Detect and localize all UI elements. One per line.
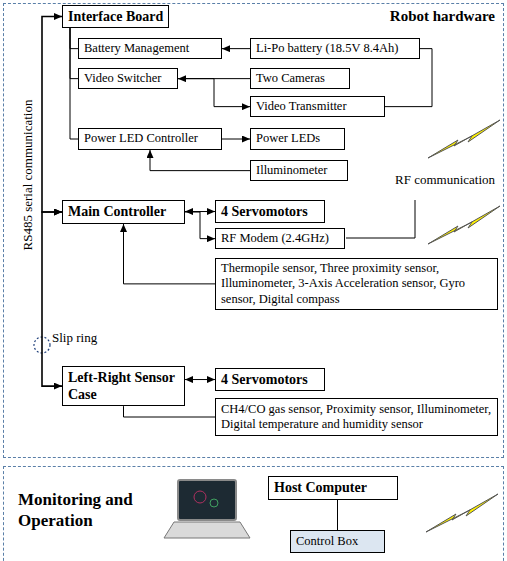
sensor-list-box: CH4/CO gas sensor, Proximity sensor, Ill… (215, 398, 498, 436)
bus-line (42, 212, 62, 386)
box-label: Interface Board (68, 8, 163, 25)
connector (124, 224, 216, 284)
region-panel: Robot hardware Interface BoardBattery Man… (3, 3, 504, 458)
laptop-icon (164, 480, 250, 538)
computer-box: Host Computer (268, 476, 398, 500)
region-title: Robot hardware (390, 8, 495, 25)
box-label: Battery Management (84, 41, 216, 56)
box-label: Control Box (296, 534, 379, 549)
box-label: Left-Right Sensor Case (68, 369, 179, 403)
servo-box: 4 Servomotors (215, 368, 325, 391)
slip-ring-label: Slip ring (52, 330, 97, 346)
laptop-base (164, 522, 250, 538)
module-box: Battery Management (78, 38, 222, 59)
region-title: Monitoring and Operation (18, 489, 168, 532)
connector (185, 379, 215, 380)
connector (124, 406, 216, 417)
box-label: Host Computer (274, 479, 392, 496)
rf-bolt (428, 120, 500, 158)
rf-bolt (426, 494, 498, 532)
connector (70, 28, 78, 79)
sensor-case-box: Left-Right Sensor Case (62, 366, 185, 406)
box-label: Main Controller (68, 203, 179, 220)
box-label: CH4/CO gas sensor, Proximity sensor, Ill… (221, 402, 492, 433)
box-label: Power LED Controller (84, 131, 216, 146)
screen-graphic (210, 499, 218, 507)
box-label: Illuminometer (256, 163, 342, 178)
module-box: Video Switcher (78, 68, 178, 89)
modem-box: RF Modem (2.4GHz) (215, 228, 345, 249)
sensor-list-box: Thermopile sensor, Three proximity senso… (215, 258, 498, 310)
board-box: Interface Board (62, 5, 169, 28)
module-box: Video Transmitter (250, 96, 385, 117)
box-label: Power LEDs (256, 131, 339, 146)
connector (178, 79, 250, 107)
box-label: Li-Po battery (18.5V 8.4Ah) (256, 41, 414, 56)
connector (70, 28, 78, 49)
screen-graphic (194, 491, 206, 503)
module-box: Power LED Controller (78, 128, 222, 150)
camera-box: Two Cameras (250, 68, 350, 89)
connector (222, 48, 250, 49)
bus-label: RS485 serial communication (20, 45, 36, 305)
box-label: Two Cameras (256, 71, 344, 86)
box-label: Thermopile sensor, Three proximity senso… (221, 261, 492, 307)
controller-box: Main Controller (62, 200, 185, 224)
box-label: RF Modem (2.4GHz) (221, 231, 339, 246)
sensor-box: Illuminometer (250, 160, 348, 181)
rf-bolt (428, 206, 500, 244)
servo-box: 4 Servomotors (215, 200, 325, 223)
rf-antenna-wire (346, 200, 415, 238)
connector (150, 150, 250, 171)
box-label: 4 Servomotors (221, 203, 319, 220)
laptop-screen (178, 480, 236, 520)
box-label: 4 Servomotors (221, 371, 319, 388)
connector (337, 500, 338, 530)
box-label: Video Switcher (84, 71, 172, 86)
battery-box: Li-Po battery (18.5V 8.4Ah) (250, 38, 420, 59)
bus-line (42, 17, 62, 212)
rf-label: RF communication (395, 172, 495, 188)
control-box: Control Box (290, 530, 385, 553)
led-box: Power LEDs (250, 128, 345, 150)
box-label: Video Transmitter (256, 99, 379, 114)
connector (70, 28, 78, 139)
region-panel: Monitoring and Operation Host ComputerCon… (3, 466, 504, 561)
connector (222, 139, 250, 140)
antenna-wire (346, 200, 415, 238)
connector (185, 212, 215, 239)
